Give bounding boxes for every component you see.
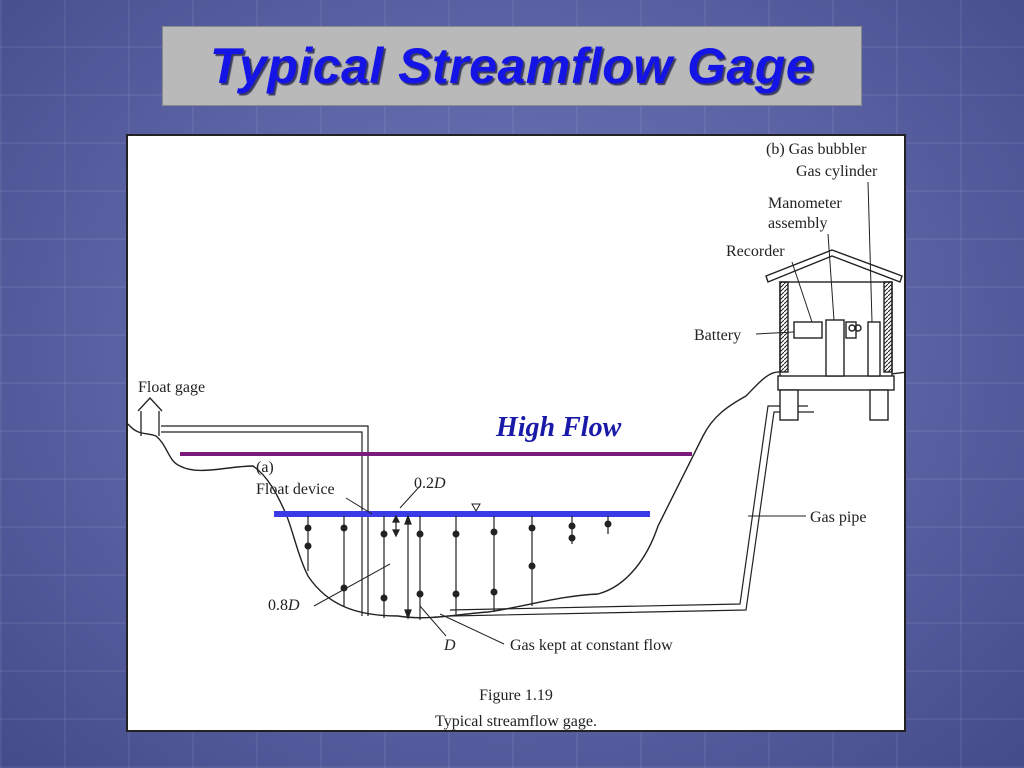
leader-manometer — [827, 233, 835, 321]
leader-02d — [399, 485, 421, 509]
manometer-label-1: Manometer — [768, 195, 842, 212]
leader-d — [419, 605, 447, 637]
slide-title: Typical Streamflow Gage — [209, 38, 815, 94]
gas-cylinder-label: Gas cylinder — [796, 163, 878, 180]
manometer-label-2: assembly — [768, 215, 828, 232]
gas-pipe-label: Gas pipe — [810, 509, 866, 526]
figure-caption: Typical streamflow gage. — [435, 713, 597, 730]
streamflow-figure: Float gage High Flow — [126, 134, 906, 732]
float-gage-pipe-inner — [161, 431, 363, 616]
recorder-label: Recorder — [726, 243, 785, 260]
battery-label: Battery — [694, 327, 741, 344]
float-gage-pipe-outer — [161, 425, 369, 616]
label-part-a: (a) — [256, 459, 274, 476]
gas-constant-label: Gas kept at constant flow — [510, 637, 673, 654]
figure-number: Figure 1.19 — [479, 687, 553, 704]
leader-gas-constant — [439, 613, 505, 645]
leader-float-device — [345, 497, 373, 515]
depth-arrows — [392, 514, 412, 620]
channel-profile — [128, 371, 904, 619]
figure-diagram: Float gage High Flow — [128, 141, 904, 730]
gas-bubbler-label: (b) Gas bubbler — [766, 141, 867, 158]
float-device-label: Float device — [256, 481, 335, 498]
title-box: Typical Streamflow Gage — [162, 26, 862, 106]
high-flow-label: High Flow — [495, 412, 622, 443]
measurement-points — [304, 520, 612, 602]
float-gage-label: Float gage — [138, 379, 205, 396]
label-d: D — [443, 637, 456, 654]
leader-recorder — [791, 261, 813, 323]
bubbler-shelter — [765, 249, 903, 421]
leader-08d — [313, 563, 391, 607]
leader-battery — [755, 331, 795, 335]
float-gage-house — [137, 397, 163, 436]
label-08d: 0.8D — [268, 597, 300, 614]
water-level-marker — [471, 503, 481, 513]
label-02d: 0.2D — [414, 475, 446, 492]
leader-gas-cylinder — [867, 181, 873, 323]
